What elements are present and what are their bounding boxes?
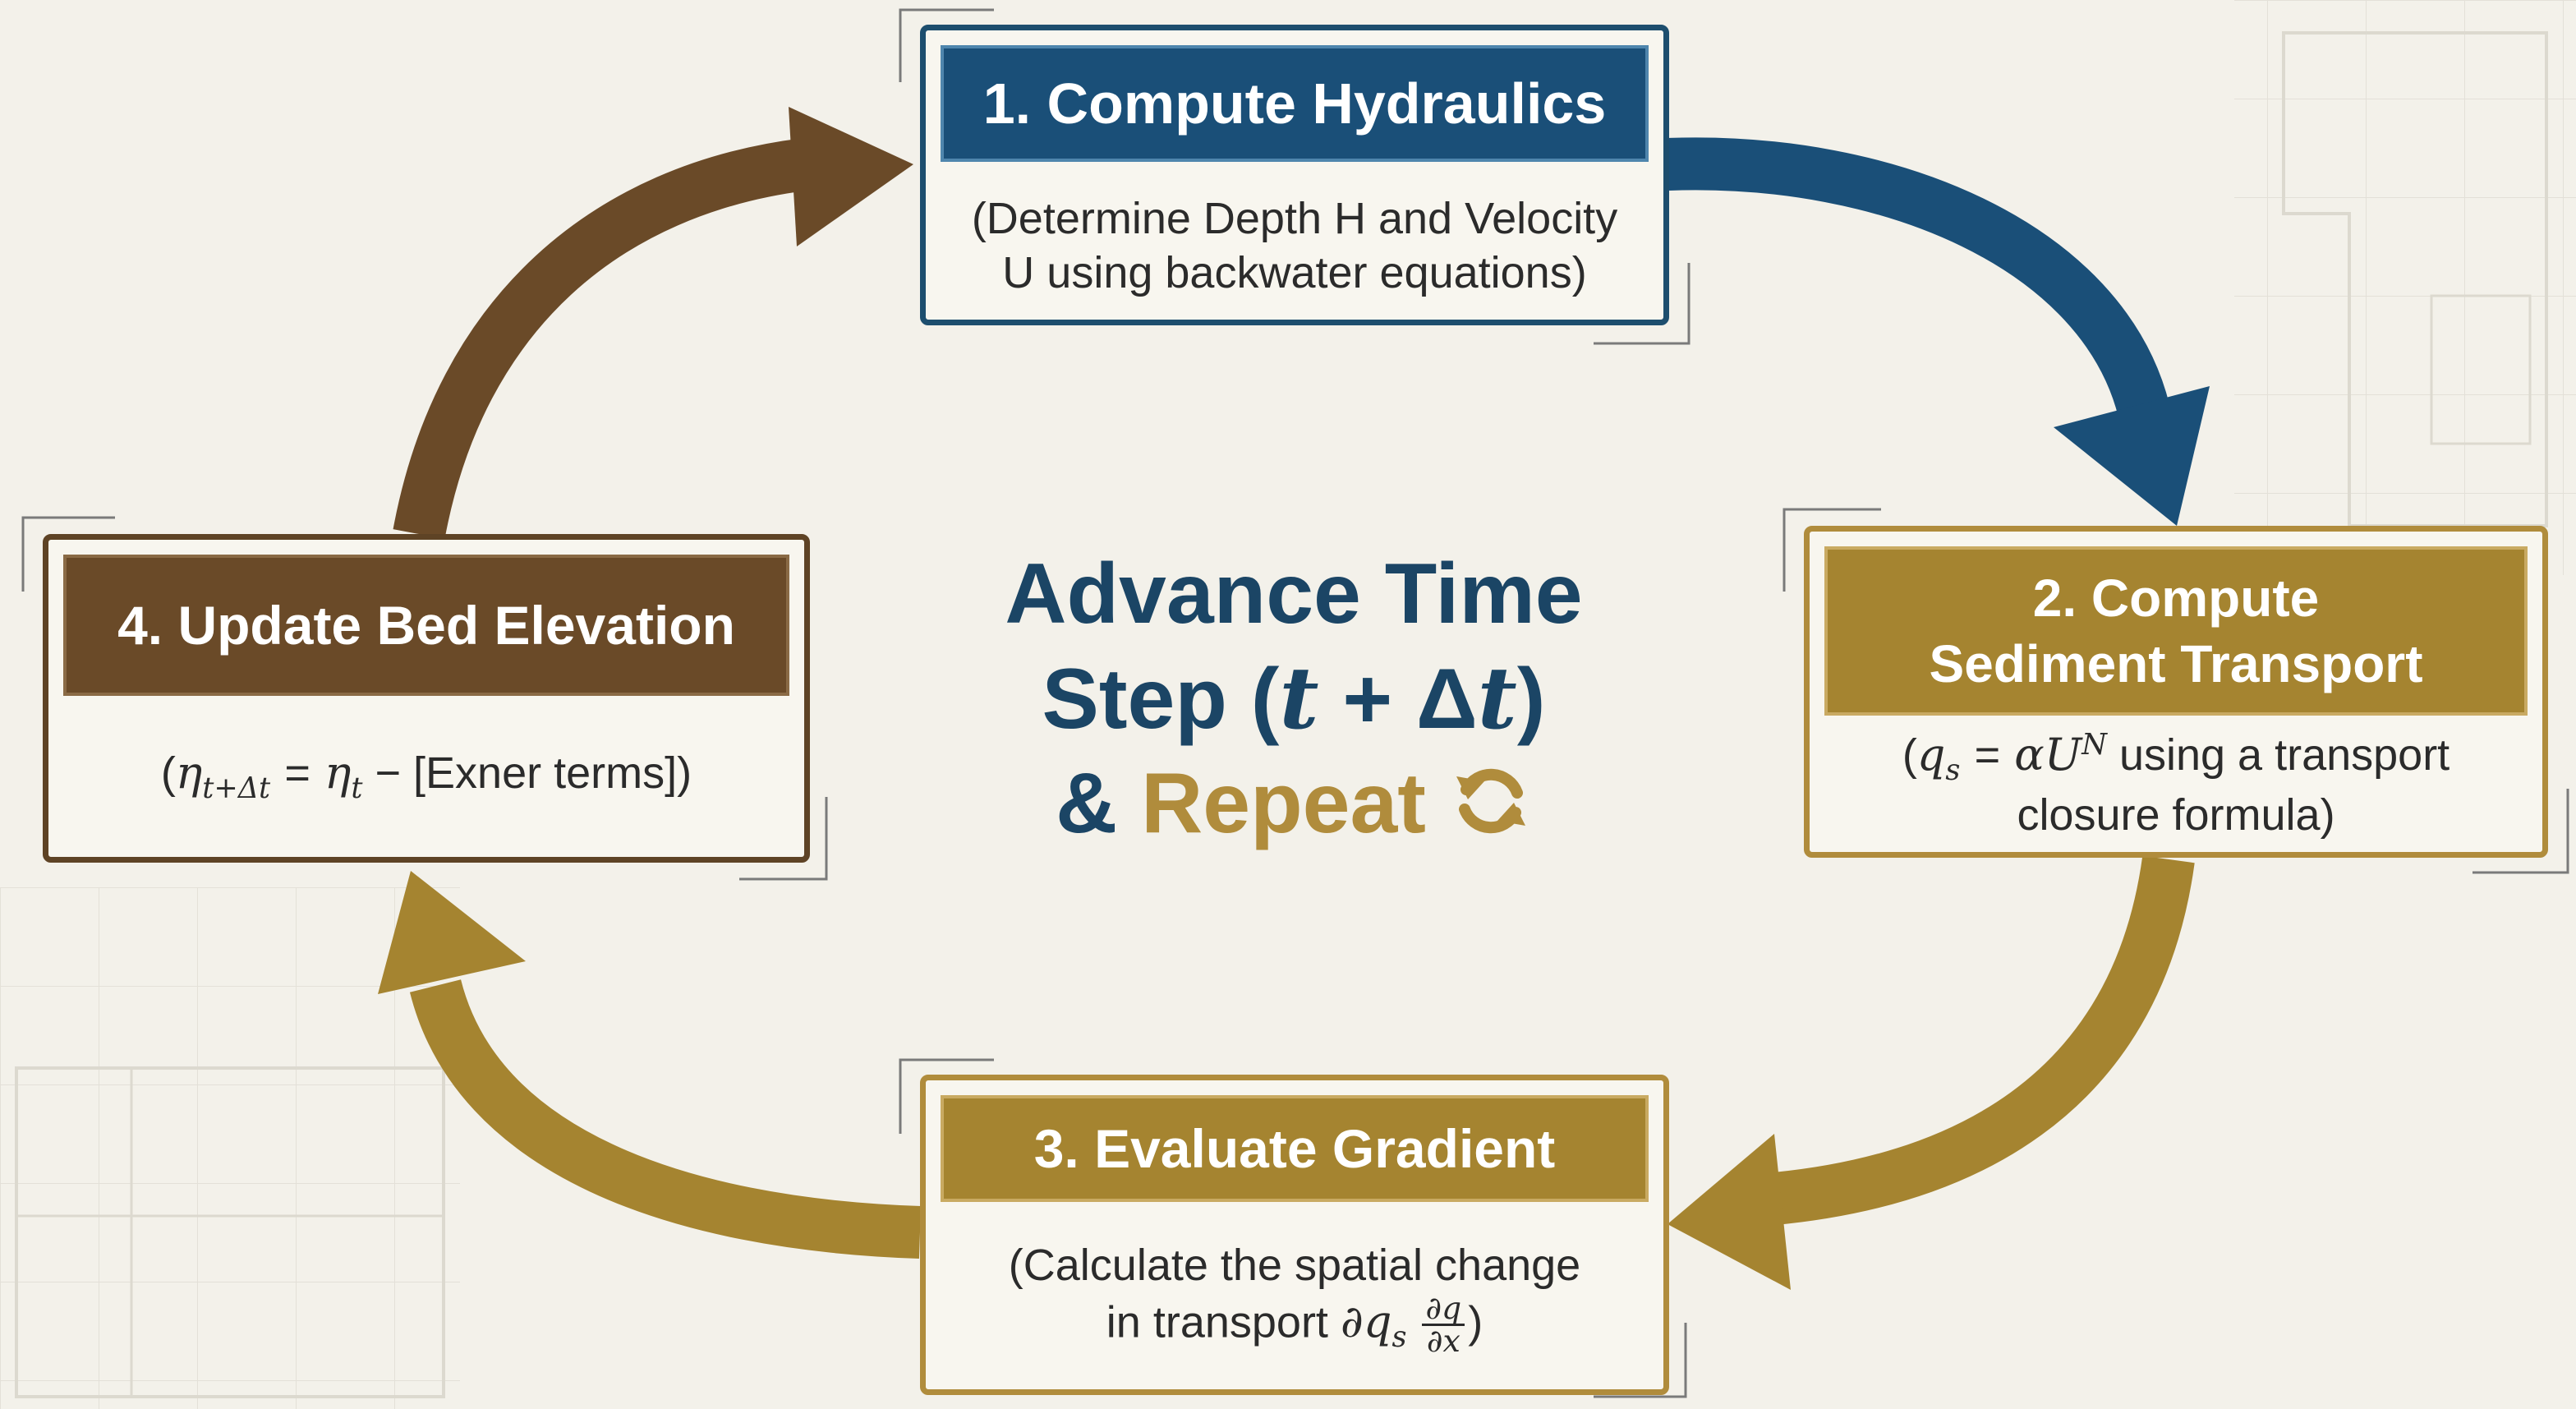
center-line-1: Advance Time [1005, 546, 1583, 642]
transport-formula: qs = αUN [1916, 728, 2107, 788]
ampersand: & [1056, 755, 1142, 851]
step-3-desc-line2: in transport ∂qs ∂q∂x) [1106, 1289, 1484, 1360]
step-3-description: (Calculate the spatial change in transpo… [942, 1212, 1647, 1384]
step-update-bed-elevation: 4. Update Bed Elevation (ηt+Δt = ηt − [E… [43, 534, 810, 863]
step-2-title-line2: Sediment Transport [1929, 634, 2423, 693]
center-caption: Advance Time Step (t + Δt) & Repeat [945, 542, 1643, 856]
step-2-title: 2. Compute Sediment Transport [1824, 546, 2528, 716]
step-2-desc-line1: using a transport [2106, 730, 2450, 780]
step-3-title: 3. Evaluate Gradient [941, 1095, 1649, 1202]
step-1-description: (Determine Depth H and Velocity U using … [942, 178, 1647, 314]
step-2-desc-line2: closure formula) [2017, 790, 2335, 840]
arrow-gradient-to-update [378, 871, 922, 1259]
repeat-word: Repeat [1141, 755, 1426, 851]
step-4-title: 4. Update Bed Elevation [63, 555, 789, 696]
center-line-2: Step (t + Δt) [1042, 647, 1546, 748]
center-line-3: & Repeat [945, 752, 1643, 856]
step-3-desc-line1: (Calculate the spatial change [1008, 1240, 1581, 1290]
step-1-title: 1. Compute Hydraulics [941, 45, 1649, 162]
derivative-fraction: ∂q∂x [1422, 1292, 1465, 1358]
corner-marks [21, 8, 2569, 1398]
step-compute-hydraulics: 1. Compute Hydraulics (Determine Depth H… [920, 25, 1669, 325]
step-compute-sediment-transport: 2. Compute Sediment Transport (qs = αUN … [1804, 526, 2548, 858]
refresh-cycle-icon [1456, 768, 1525, 833]
arrow-update-to-hydraulics [393, 107, 913, 539]
step-4-description: (ηt+Δt = ηt − [Exner terms]) [65, 704, 788, 848]
step-1-desc-line2: U using backwater equations) [1002, 247, 1587, 297]
step-2-title-line1: 2. Compute [2032, 569, 2320, 628]
step-2-description: (qs = αUN using a transport closure form… [1826, 724, 2526, 847]
arrow-hydraulics-to-transport [1666, 137, 2210, 526]
step-2-paren: ( [1902, 730, 1917, 780]
arrow-transport-to-gradient [1668, 855, 2195, 1290]
step-1-desc-line1: (Determine Depth H and Velocity [971, 193, 1618, 243]
exner-formula: (ηt+Δt = ηt − [Exner terms]) [160, 746, 692, 805]
step-evaluate-gradient: 3. Evaluate Gradient (Calculate the spat… [920, 1075, 1669, 1395]
